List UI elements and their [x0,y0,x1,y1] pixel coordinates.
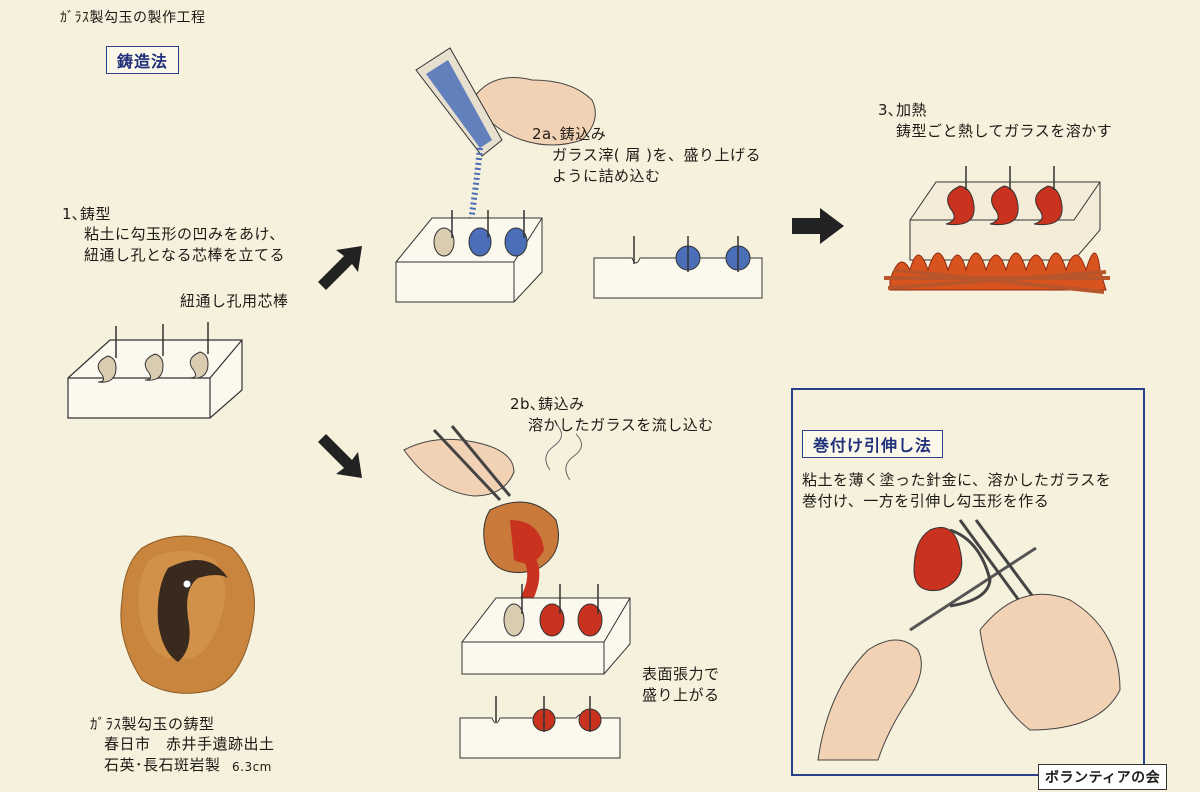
step2b-label: 2b､鋳込み [510,395,585,413]
artifact-name: ｶﾞﾗｽ製勾玉の鋳型 [90,715,215,733]
artifact-origin: 春日市 赤井手遺跡出土 [104,735,275,753]
arrow-right [792,208,844,244]
pin-label: 紐通し孔用芯棒 [180,292,289,310]
step2b-desc: 溶かしたガラスを流し込む [528,416,714,434]
stone-mold-artifact-photo [120,535,255,694]
step1-label: 1､鋳型 [62,205,112,223]
heating-mold-illustration [884,166,1110,294]
step3-label: 3､加熱 [878,101,928,119]
step2a-desc: ガラス滓( 屑 )を、盛り上げる ように詰め込む [552,146,761,185]
step3-desc: 鋳型ごと熱してガラスを溶かす [896,122,1113,140]
pouring-molten-glass-illustration [403,423,631,759]
artifact-size: 6.3cm [232,760,272,774]
pouring-glass-fragments-illustration [395,47,763,303]
arrow-up-right [318,246,362,290]
method-casting-label: 鋳造法 [106,46,180,74]
clay-mold-illustration [67,322,243,419]
arrow-down-right [318,434,362,478]
step2a-label: 2a､鋳込み [532,125,607,143]
winding-method-title: 巻付け引伸し法 [802,430,944,458]
winding-method-panel [791,388,1145,776]
page-title: ｶﾞﾗｽ製勾玉の製作工程 [60,10,206,26]
winding-drawing-illustration [817,519,1121,761]
surface-tension-label: 表面張力で 盛り上がる [642,665,720,704]
step1-desc: 粘土に勾玉形の凹みをあけ、 紐通し孔となる芯棒を立てる [84,225,286,264]
credit-label: ボランティアの会 [1038,764,1168,790]
artifact-material: 石英･長石斑岩製 [104,756,221,774]
winding-method-desc: 粘土を薄く塗った針金に、溶かしたガラスを 巻付け、一方を引伸し勾玉形を作る [802,471,1112,510]
